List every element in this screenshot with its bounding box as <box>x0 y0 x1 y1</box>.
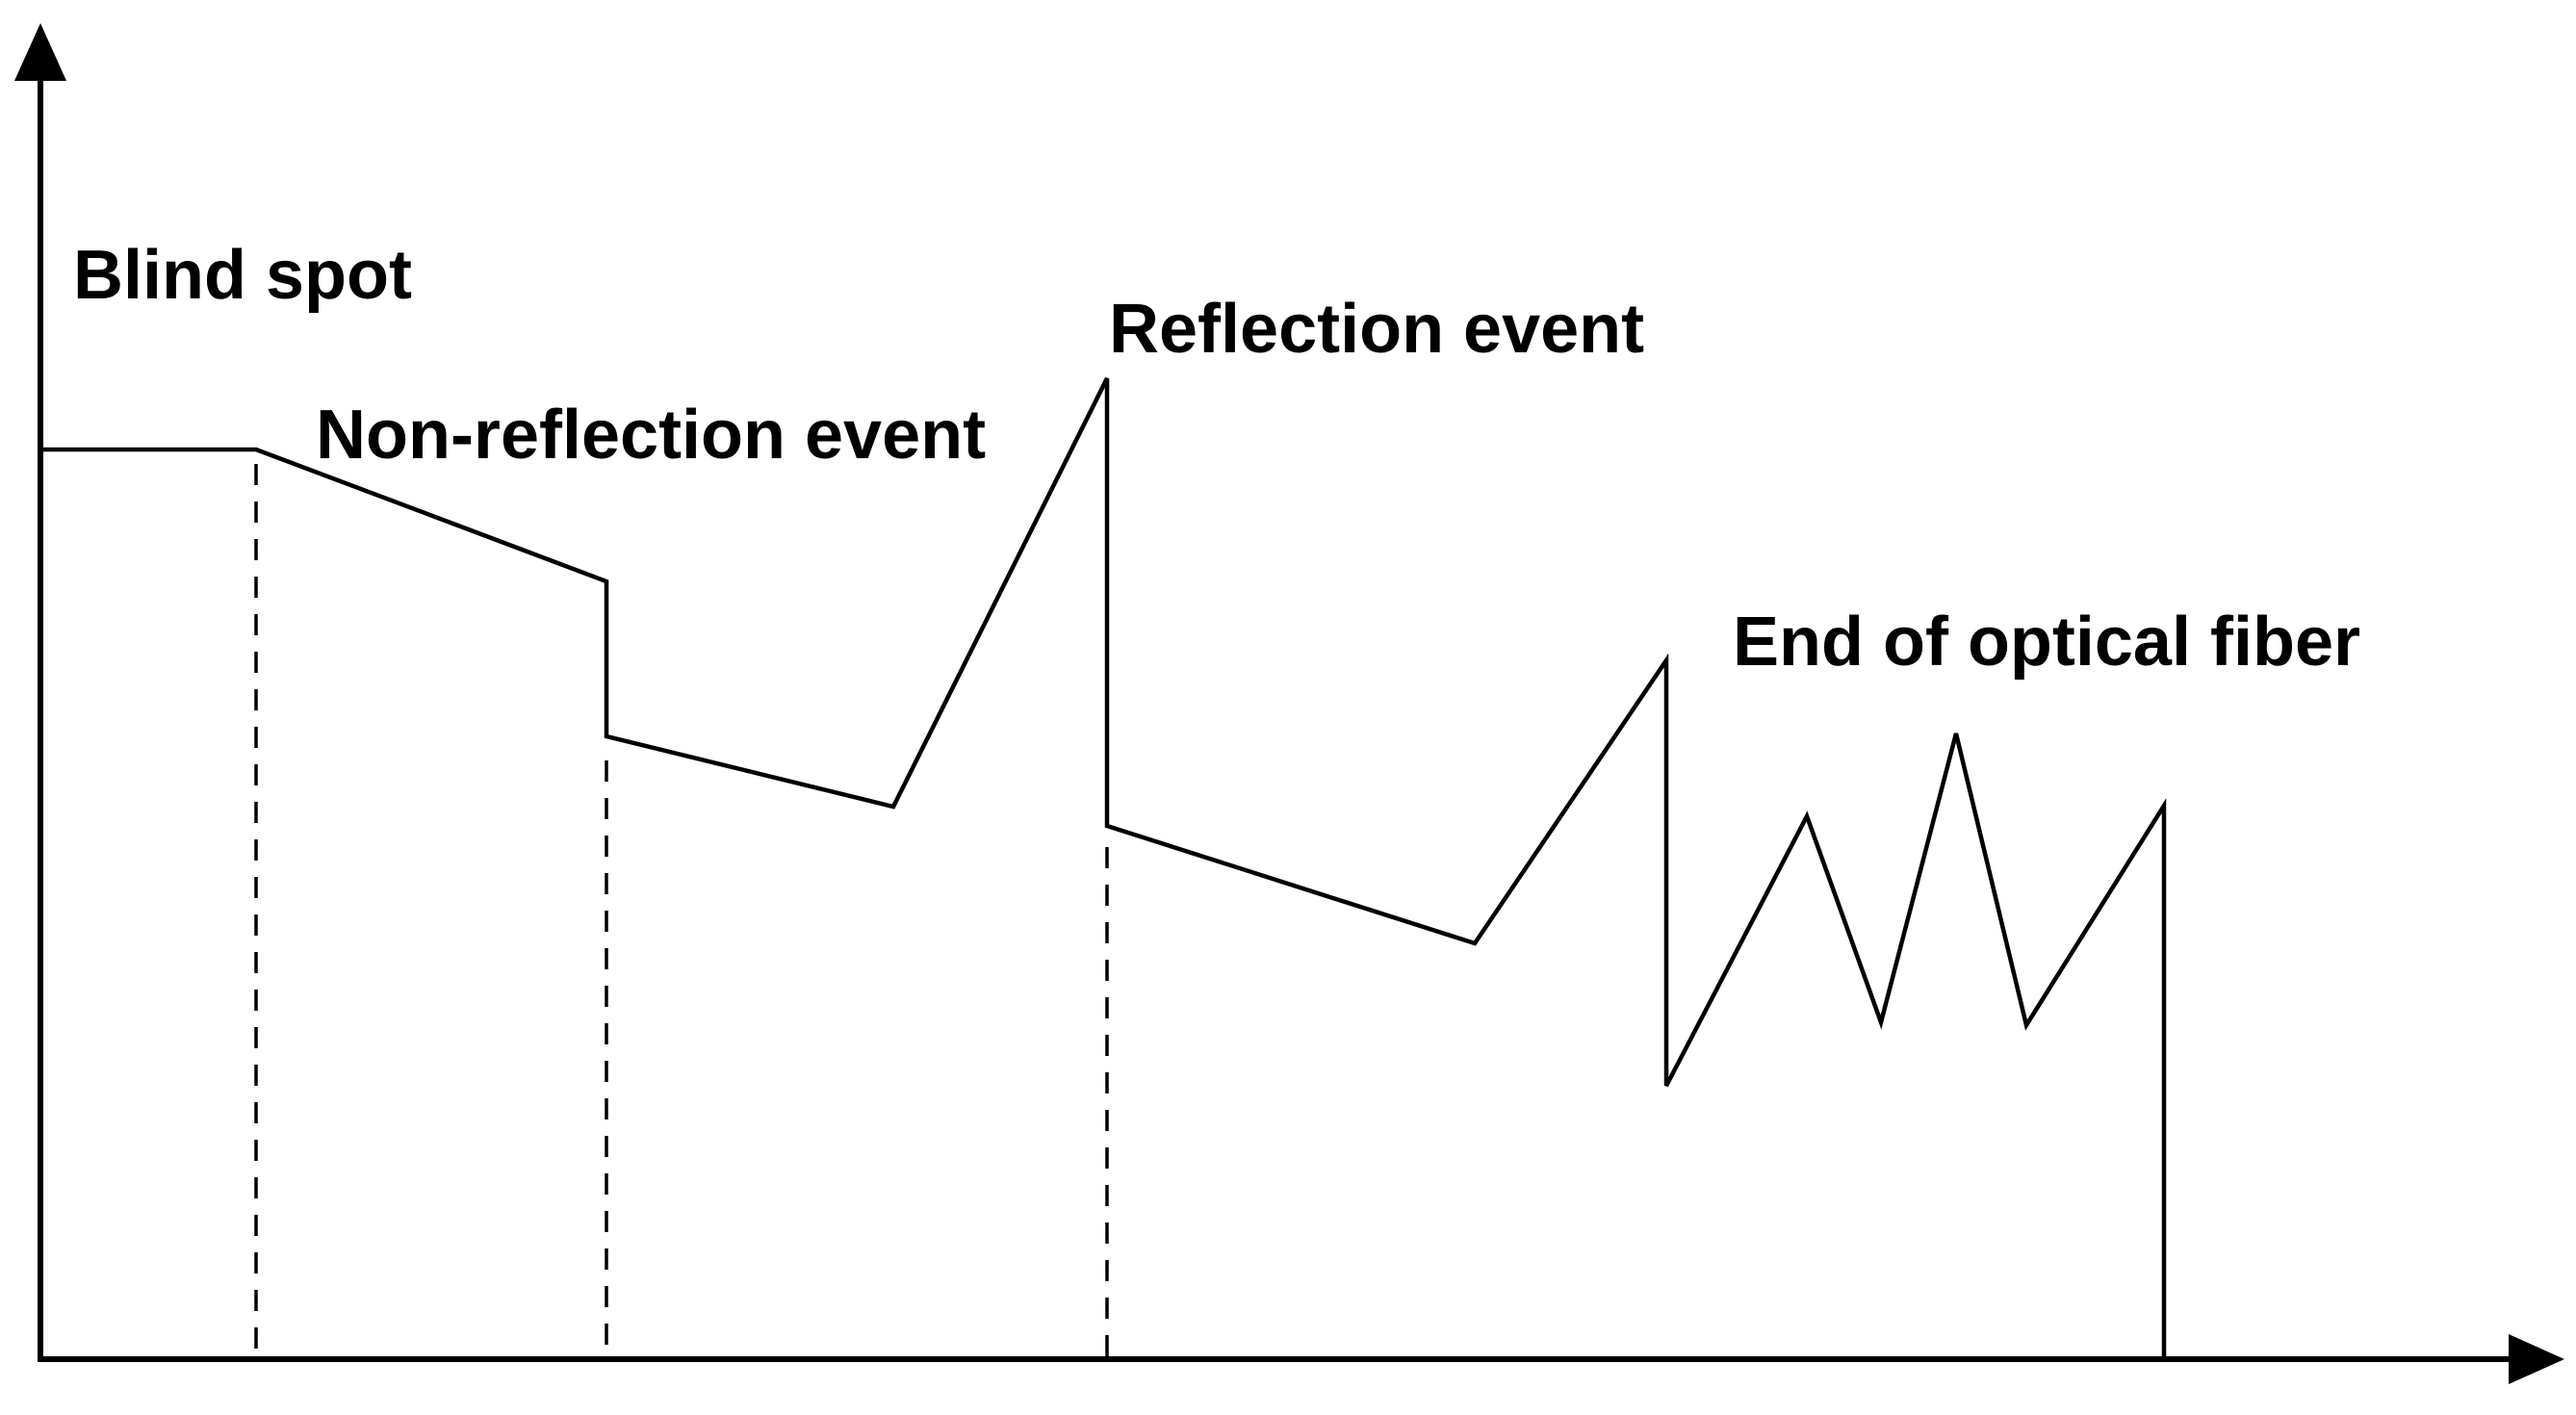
label-end-of-optical-fiber: End of optical fiber <box>1733 604 2361 681</box>
label-reflection-event: Reflection event <box>1109 291 1645 368</box>
x-axis-arrowhead-icon <box>2509 1334 2564 1384</box>
y-axis-arrowhead-icon <box>14 23 66 81</box>
label-non-reflection-event: Non-reflection event <box>316 397 987 474</box>
label-blind-spot: Blind spot <box>73 237 412 314</box>
otdr-trace <box>42 376 2167 1358</box>
